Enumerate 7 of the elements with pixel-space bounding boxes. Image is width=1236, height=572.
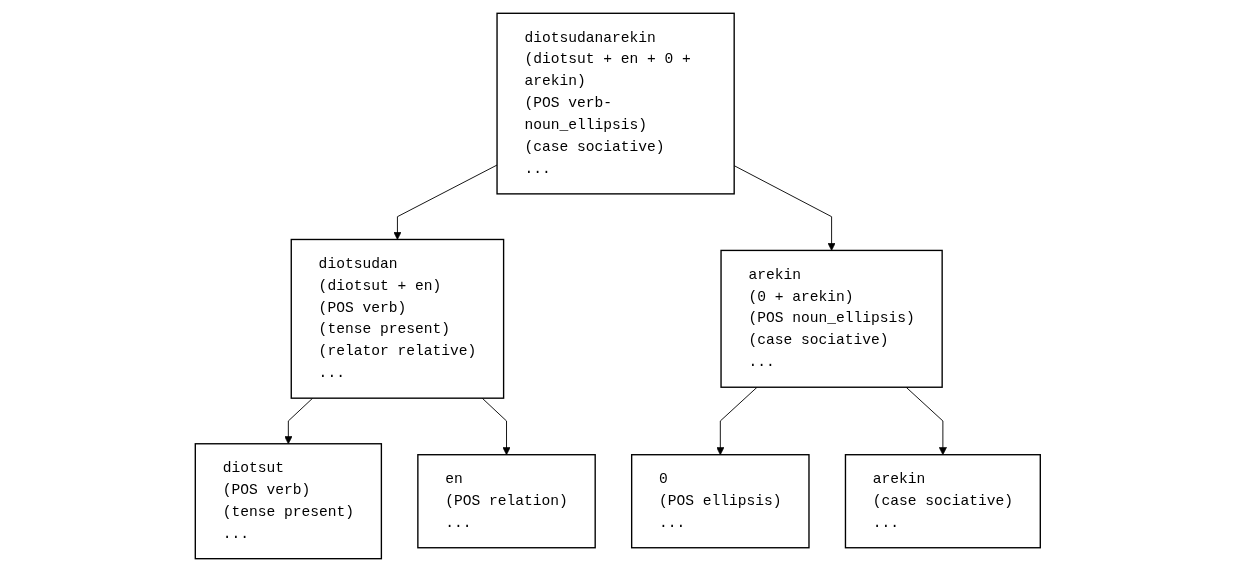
node-box: en (POS relation) ...: [417, 454, 597, 549]
node-box: 0 (POS ellipsis) ...: [631, 454, 810, 549]
node-box: arekin (case sociative) ...: [845, 454, 1042, 549]
node-box: diotsut (POS verb) (tense present) ...: [194, 443, 383, 560]
node-box: diotsudanarekin (diotsut + en + 0 + arekin) (POS verb-noun_ellipsis) (case sociative) ...: [496, 12, 736, 195]
node-box: arekin (0 + arekin) (POS noun_ellipsis) (case sociative) ...: [720, 249, 944, 388]
node-box: diotsudan (diotsut + en) (POS verb) (tense present) (relator relative) ...: [290, 238, 505, 399]
